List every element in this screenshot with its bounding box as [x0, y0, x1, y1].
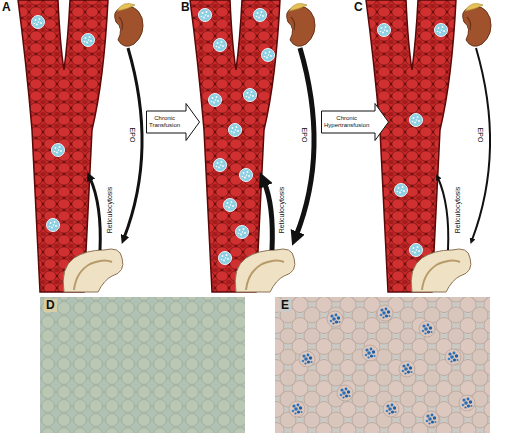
epo-arrow: [124, 48, 142, 238]
stippled-cell: [289, 401, 305, 417]
block-arrow: Chronic Hypertransfusion: [321, 103, 389, 141]
arrow-caption: Reticulocytosis: [278, 187, 286, 234]
arrow-label: Chronic Transfusion: [149, 115, 180, 129]
stippled-cell: [327, 311, 343, 327]
reticulocyte: [244, 89, 257, 102]
arrow-label: Chronic Hypertransfusion: [324, 115, 369, 129]
reticulocyte: [214, 39, 227, 52]
block-arrow-outline: [322, 104, 389, 141]
stippled-cell: [445, 349, 461, 365]
reticulocytosis-arrow: [264, 182, 272, 250]
stippled-cell: [399, 361, 415, 377]
reticulocytosis-arrow: [90, 178, 100, 250]
stippled-cell: [377, 305, 393, 321]
reticulocyte: [219, 252, 232, 265]
reticulocyte: [47, 219, 60, 232]
bone: [63, 249, 123, 292]
arrow-caption: Reticulocytosis: [106, 187, 114, 234]
reticulocyte: [410, 244, 423, 257]
kidney: [287, 3, 315, 46]
micrograph: [275, 297, 490, 433]
panel-letter: B: [181, 1, 190, 14]
stippled-cell: [383, 401, 399, 417]
panel-illustration: [366, 0, 491, 292]
block-arrow-outline: [147, 104, 200, 141]
bone: [235, 249, 295, 292]
stippled-cell: [299, 351, 315, 367]
epo-arrow: [296, 48, 314, 236]
reticulocyte: [214, 159, 227, 172]
epo-arrow: [472, 48, 490, 240]
kidney: [115, 3, 143, 46]
blood-vessel: [366, 0, 456, 292]
stippled-cells: [289, 305, 475, 427]
stippled-cell: [459, 395, 475, 411]
reticulocyte: [199, 9, 212, 22]
micrograph-tint: [40, 297, 245, 433]
arrow-caption: EPO: [476, 128, 484, 143]
reticulocyte: [209, 94, 222, 107]
blood-vessel: [18, 0, 108, 292]
reticulocyte: [254, 9, 267, 22]
reticulocyte: [52, 144, 65, 157]
stippled-cell: [337, 385, 353, 401]
reticulocyte: [224, 199, 237, 212]
stippled-cell: [419, 321, 435, 337]
reticulocyte: [395, 184, 408, 197]
panel-illustration: [190, 0, 315, 292]
blood-vessel: [190, 0, 280, 292]
panel-illustration: [18, 0, 143, 292]
panel-letter: D: [44, 299, 57, 312]
arrow-caption: Reticulocytosis: [454, 187, 462, 234]
reticulocyte: [410, 114, 423, 127]
arrow-caption: EPO: [128, 128, 136, 143]
micrograph: [40, 297, 245, 433]
stippled-cell: [423, 411, 439, 427]
reticulocyte: [82, 34, 95, 47]
reticulocyte: [229, 124, 242, 137]
kidney: [463, 3, 491, 46]
bone: [411, 249, 471, 292]
stippled-cell: [362, 345, 378, 361]
reticulocyte: [236, 226, 249, 239]
panel-letter: C: [354, 1, 363, 14]
reticulocyte: [240, 169, 253, 182]
block-arrow: Chronic Transfusion: [146, 103, 200, 141]
reticulocytosis-arrow: [438, 178, 448, 250]
panel-letter: A: [2, 1, 11, 14]
reticulocyte: [32, 16, 45, 29]
reticulocyte: [378, 24, 391, 37]
reticulocyte: [435, 24, 448, 37]
panel-letter: E: [279, 299, 291, 312]
arrow-caption: EPO: [300, 128, 308, 143]
reticulocyte: [262, 49, 275, 62]
